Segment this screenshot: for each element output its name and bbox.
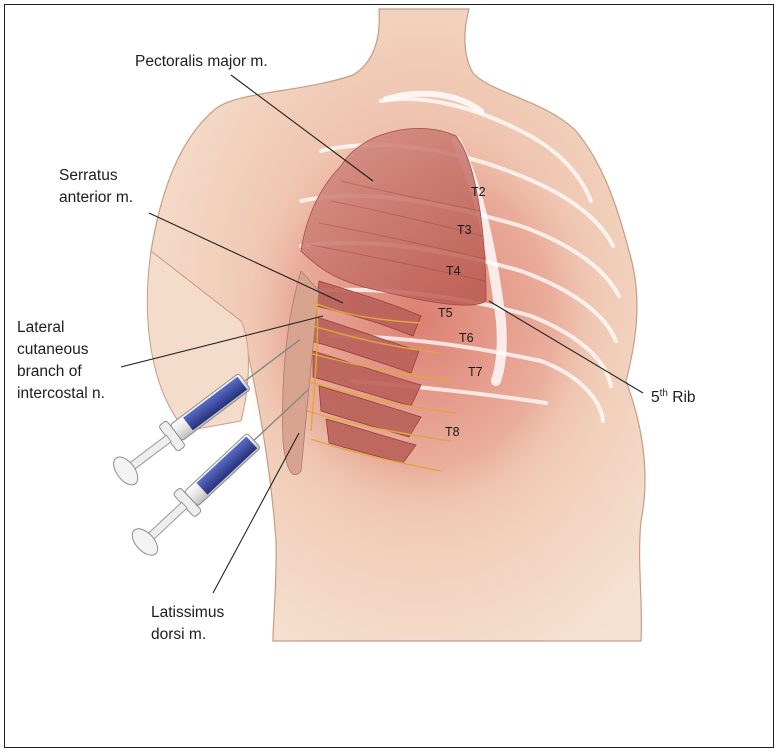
pectoralis-label-text: Pectoralis major m. — [135, 53, 268, 70]
level-label-t4: T4 — [446, 264, 461, 278]
level-label-t3: T3 — [457, 223, 472, 237]
lateral-branch-label: Lateral cutaneous branch of intercostal … — [17, 317, 105, 405]
rib-label: 5th Rib — [651, 387, 696, 409]
latissimus-label-line-2: dorsi m. — [151, 626, 207, 643]
pectoralis-muscle — [300, 128, 487, 306]
figure-frame: Pectoralis major m. Serratus anterior m.… — [4, 4, 774, 748]
serratus-label: Serratus anterior m. — [59, 165, 133, 209]
lateral-branch-label-line-1: Lateral — [17, 319, 65, 336]
serratus-muscle — [310, 280, 422, 464]
syringe-upper — [113, 339, 301, 486]
latissimus-label: Latissimus dorsi m. — [151, 602, 224, 646]
level-label-t5: T5 — [438, 306, 453, 320]
lateral-branch-label-line-3: branch of — [17, 363, 82, 380]
level-label-t2: T2 — [471, 185, 486, 199]
rib-label-text: Rib — [667, 389, 696, 406]
serratus-label-line-2: anterior m. — [59, 189, 134, 206]
level-label-t7: T7 — [468, 365, 483, 379]
intercostal-nerves — [306, 300, 457, 472]
clavicle — [383, 90, 484, 114]
latissimus-muscle — [282, 270, 320, 476]
anatomy-illustration — [113, 8, 646, 642]
rib-label-number: 5 — [651, 389, 660, 406]
leader-lines — [120, 74, 644, 594]
lateral-branch-label-line-4: intercostal n. — [17, 385, 105, 402]
pectoralis-label: Pectoralis major m. — [135, 51, 268, 73]
latissimus-label-line-1: Latissimus — [151, 604, 225, 621]
serratus-label-line-1: Serratus — [59, 167, 118, 184]
level-label-t6: T6 — [459, 331, 474, 345]
rib-label-superscript: th — [659, 387, 668, 399]
lateral-branch-label-line-2: cutaneous — [17, 341, 89, 358]
syringe-lower — [131, 389, 309, 556]
level-label-t8: T8 — [445, 425, 460, 439]
